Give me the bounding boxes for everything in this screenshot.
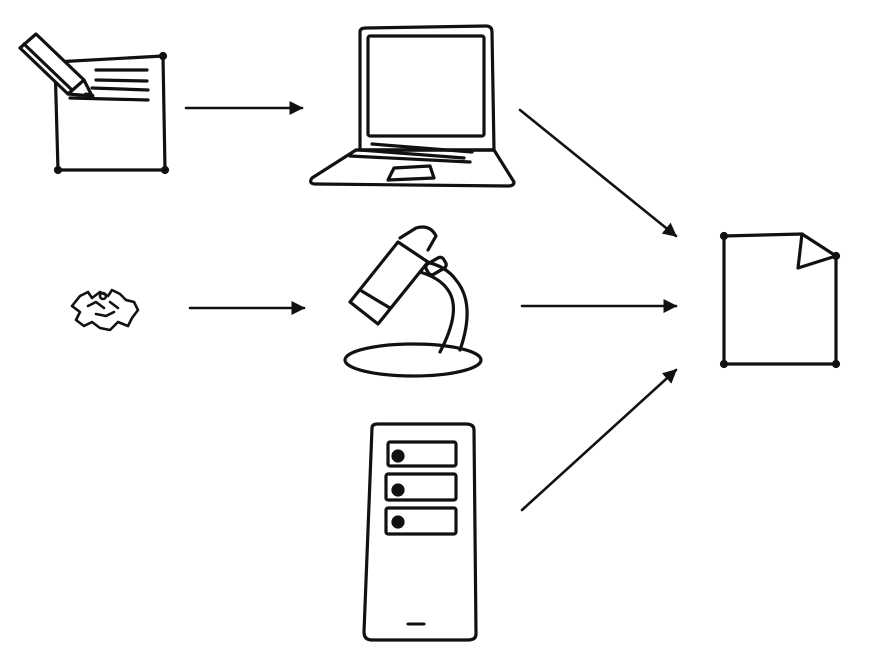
arrows: [184, 101, 678, 512]
arrow-server-to-document: [520, 368, 678, 512]
specimen-fragment-icon: [70, 288, 140, 332]
arrow-laptop-to-document: [518, 108, 678, 238]
laptop-icon: [309, 24, 516, 188]
server-tower-icon: [362, 422, 478, 642]
document-icon: [719, 231, 841, 369]
microscope-icon: [343, 225, 483, 378]
paper-with-pencil-icon: [18, 32, 170, 175]
